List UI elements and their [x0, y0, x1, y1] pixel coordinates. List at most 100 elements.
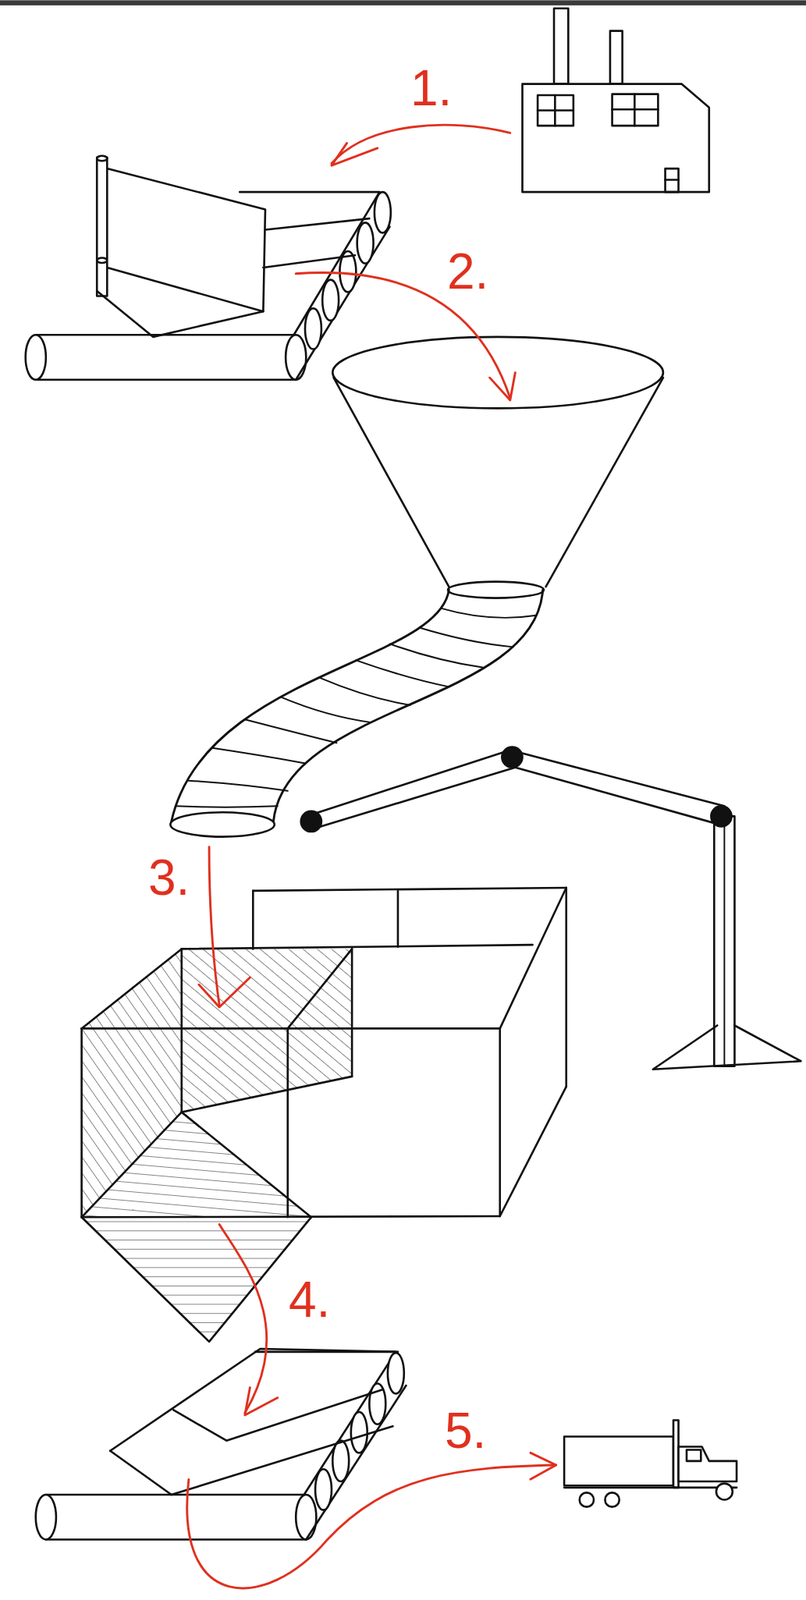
support-arm-part — [653, 1025, 802, 1069]
factory-icon-part — [612, 94, 659, 127]
support-arm-part — [305, 749, 515, 829]
storage-bins-part — [81, 1027, 501, 1030]
conveyor-belt-part — [322, 280, 339, 321]
truck-icon-part — [564, 1487, 737, 1490]
factory-icon-part — [537, 109, 574, 112]
truck-icon-part — [678, 1447, 738, 1482]
support-arm-part — [501, 747, 522, 768]
support-arm-part — [510, 749, 725, 824]
flexible-hose-part-part — [440, 608, 537, 618]
storage-bins-part — [180, 948, 183, 1112]
deflector-plate-part — [106, 168, 266, 312]
conveyor-belt-part — [35, 378, 296, 381]
storage-bins-part — [181, 948, 352, 1112]
conveyor-belt-part — [46, 1352, 397, 1495]
storage-bins-part — [287, 948, 352, 1029]
flexible-hose-part — [447, 582, 544, 599]
flexible-hose — [170, 582, 544, 838]
deflector-plate-part — [96, 157, 107, 297]
factory-icon-part — [521, 84, 709, 193]
storage-bins-part — [252, 891, 255, 950]
conveyor-belt-part — [305, 308, 322, 349]
flow-arrows-part — [530, 1452, 557, 1480]
storage-bins-part — [498, 1028, 501, 1217]
flexible-hose-part-part — [212, 748, 306, 764]
flexible-hose-part-part — [418, 628, 513, 648]
truck-icon-part — [686, 1449, 701, 1461]
deflector-plate-part — [262, 255, 356, 268]
storage-bins-part — [80, 1028, 83, 1218]
flow-arrows-part — [331, 142, 378, 166]
factory-icon-part — [612, 108, 659, 111]
support-arm — [301, 747, 802, 1070]
storage-bins-part — [500, 887, 567, 1029]
deflector-plate-part — [96, 291, 263, 338]
truck-icon-part — [564, 1436, 674, 1486]
chute-guide-part — [110, 1349, 398, 1452]
storage-bins-part — [252, 887, 566, 892]
funnel-hopper-part — [333, 377, 450, 587]
storage-bins-part — [564, 887, 568, 1087]
conveyor-belt-part — [305, 1385, 406, 1540]
deflector-plate-part — [96, 258, 107, 264]
flexible-hose-part-part — [280, 696, 372, 723]
conveyor-belt-part — [332, 1441, 349, 1482]
conveyor-belt-part — [374, 191, 391, 233]
flow-arrows-part — [187, 1465, 557, 1589]
factory-icon — [521, 8, 709, 192]
flexible-hose-part-part — [244, 719, 338, 743]
support-arm-part — [723, 821, 725, 1067]
deflector-plate — [96, 156, 370, 338]
storage-bins-part — [397, 891, 400, 948]
conveyor-belt-part — [357, 222, 374, 263]
deflector-plate-part — [265, 218, 370, 230]
flow-arrows-part — [331, 124, 511, 164]
storage-bins-part — [81, 1112, 182, 1218]
storage-bins-part — [81, 1217, 312, 1343]
callout-number: 1. — [408, 63, 455, 114]
top-band — [0, 0, 806, 6]
deflector-plate-part — [96, 156, 107, 162]
callout-number: 4. — [286, 1274, 333, 1325]
factory-icon-part — [610, 31, 623, 85]
storage-bins-part — [500, 1086, 567, 1217]
conveyor-belt — [35, 1352, 407, 1541]
support-arm-part — [301, 811, 322, 832]
flexible-hose-part-part — [188, 781, 288, 792]
flow-arrows-part — [219, 1224, 267, 1414]
truck-icon-part — [716, 1484, 733, 1501]
flexible-hose-part-part — [319, 678, 410, 706]
flow-arrows — [187, 124, 557, 1589]
callout-number: 2. — [444, 246, 491, 297]
storage-bins-part — [81, 1216, 501, 1218]
storage-bins-part — [181, 944, 533, 949]
support-arm-part — [713, 816, 735, 1066]
conveyor-belt-part — [25, 334, 47, 380]
conveyor-belt-part — [295, 1494, 317, 1541]
storage-bins — [81, 887, 567, 1343]
factory-icon-part — [665, 168, 679, 192]
chute-guide-part — [171, 1426, 394, 1495]
storage-bins-part — [81, 1112, 312, 1218]
storage-bins-part — [181, 1076, 352, 1113]
callout-number: 5. — [442, 1406, 489, 1456]
support-arm-part — [710, 806, 732, 827]
truck-icon-part — [604, 1492, 619, 1507]
storage-bins-part — [81, 948, 182, 1029]
chute-guide — [110, 1349, 398, 1495]
conveyor-belt-part — [285, 334, 306, 380]
flexible-hose-part-part — [390, 643, 483, 668]
flexible-hose-part — [170, 812, 274, 837]
truck-icon — [564, 1420, 737, 1508]
funnel-hopper-part — [332, 337, 664, 409]
conveyor-belt-part — [387, 1352, 405, 1394]
flexible-hose-part-part — [355, 660, 449, 687]
factory-icon-part — [665, 178, 679, 182]
conveyor-belt-part — [35, 1494, 57, 1541]
storage-bins-part — [351, 948, 354, 1076]
chute-guide-part — [110, 1451, 171, 1495]
conveyor-belt-part — [351, 1412, 368, 1453]
conveyor-belt-part — [315, 1469, 332, 1510]
